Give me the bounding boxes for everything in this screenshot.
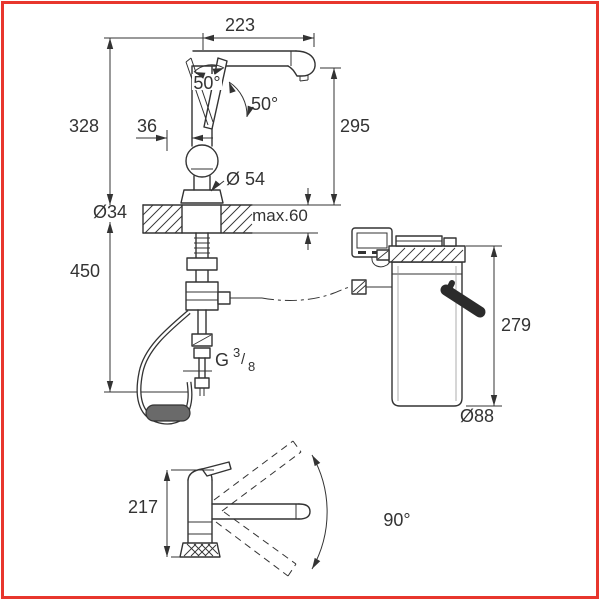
- dimension-height-label: 328: [69, 116, 99, 136]
- front-view-faucet: [179, 461, 311, 558]
- dimension-hole-diameter-label: Ø34: [93, 202, 127, 222]
- front-lever-handle: [201, 461, 232, 477]
- dim-arrowhead: [490, 395, 498, 406]
- lever-angle-label: 50°: [193, 73, 220, 93]
- dim-arrowhead: [203, 34, 214, 42]
- dim-arrowhead: [304, 194, 312, 205]
- ball-joint: [185, 144, 219, 178]
- base-escutcheon: [180, 189, 224, 204]
- dim-arrowhead: [106, 38, 114, 49]
- dimension-front-height-label: 217: [128, 497, 158, 517]
- dim-arrowhead: [212, 68, 224, 75]
- dim-arrowhead: [211, 180, 221, 191]
- dimension-spout-reach-label: 223: [225, 15, 255, 35]
- dim-arrowhead: [312, 455, 321, 467]
- lever-swing-label: 50°: [251, 94, 278, 114]
- dimension-boiler-diameter: Ø88: [460, 406, 494, 426]
- dimension-boiler-diameter-label: Ø88: [460, 406, 494, 426]
- dimension-height: 328: [69, 38, 111, 205]
- display-button: [358, 251, 366, 254]
- thread-annotation: G 3 / 8: [183, 345, 255, 374]
- spray-head: [287, 50, 316, 77]
- display-screen: [356, 232, 388, 249]
- dim-arrowhead: [156, 134, 167, 142]
- boiler-body: [391, 261, 463, 407]
- supply-hose-end: [194, 377, 210, 389]
- thread-letter-label: G: [215, 350, 229, 370]
- hose-fitting: [193, 347, 211, 359]
- dimension-base-diameter-label: Ø 54: [226, 169, 265, 189]
- dimension-clearance-below: 450: [70, 222, 192, 393]
- swivel-range: 90°: [213, 440, 411, 577]
- hose-weight: [145, 404, 191, 422]
- dimension-front-height: 217: [128, 469, 214, 558]
- dim-arrowhead: [192, 134, 203, 142]
- boiler-handle: [440, 284, 486, 318]
- dim-arrowhead: [194, 72, 206, 79]
- thread-denominator-label: 8: [248, 359, 255, 374]
- dim-arrowhead: [312, 557, 321, 569]
- dim-arrowhead: [106, 222, 114, 233]
- dim-arrowhead: [247, 105, 254, 117]
- pullout-hose: [136, 310, 193, 425]
- under-counter-assembly: [185, 232, 231, 396]
- dim-arrowhead: [330, 194, 338, 205]
- dimension-spout-height-label: 295: [340, 116, 370, 136]
- dim-arrowhead: [490, 246, 498, 257]
- dim-arrowhead: [106, 381, 114, 392]
- dim-arrowhead: [303, 34, 314, 42]
- dimension-boiler-height-label: 279: [501, 315, 531, 335]
- valve-body: [185, 281, 219, 311]
- swivel-angle-label: 90°: [383, 510, 410, 530]
- mounting-nut: [186, 257, 218, 271]
- dimension-boiler-height: 279: [466, 245, 531, 407]
- dimension-max-thickness-label: max.60: [252, 206, 308, 225]
- front-base: [179, 542, 221, 558]
- dim-arrowhead: [163, 546, 171, 557]
- lever-swing-annotation: 50°: [228, 81, 278, 118]
- boiler-unit: [376, 235, 486, 407]
- display-button: [372, 251, 380, 254]
- dim-arrowhead: [106, 194, 114, 205]
- dim-arrowhead: [163, 470, 171, 481]
- dim-arrowhead: [229, 82, 236, 94]
- dimension-lever-offset-label: 36: [137, 116, 157, 136]
- thread-numerator-label: 3: [233, 345, 240, 360]
- lever-angle-annotation: 50°: [192, 64, 225, 93]
- dimension-spout-height: 295: [320, 67, 370, 205]
- dimension-spout-reach: 223: [104, 15, 315, 50]
- dimension-hole-diameter: Ø34: [89, 202, 131, 222]
- dim-arrowhead: [330, 68, 338, 79]
- countertop-section: [142, 204, 341, 234]
- dimension-clearance-below-label: 450: [70, 261, 100, 281]
- thread-slash-label: /: [241, 351, 246, 368]
- dim-arrowhead: [304, 233, 312, 244]
- supply-connection-line: [230, 279, 392, 301]
